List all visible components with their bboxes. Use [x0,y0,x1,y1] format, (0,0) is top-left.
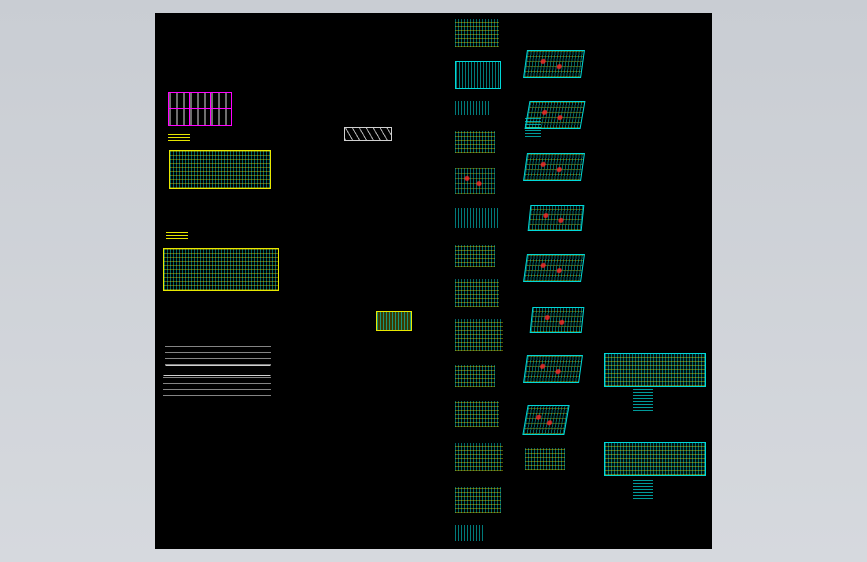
large-plan-2[interactable] [604,442,706,476]
plan-title-a [168,133,190,141]
col2-plan-2[interactable] [524,101,586,129]
col1-sheet-12[interactable] [455,443,503,471]
large-plan-1-notes [633,389,653,411]
col1-sheet-14[interactable] [455,525,485,541]
col2-sheet-9[interactable] [525,448,565,470]
col2-plan-8[interactable] [522,405,570,435]
col1-sheet-10[interactable] [455,365,495,387]
col1-sheet-9[interactable] [455,319,503,351]
col1-sheet-2[interactable] [455,61,501,89]
col1-sheet-7[interactable] [455,245,495,267]
col2-plan-5[interactable] [523,254,585,282]
col1-sheet-4[interactable] [455,131,495,153]
col1-sheet-11[interactable] [455,401,499,427]
col1-sheet-5[interactable] [455,168,495,194]
col2-plan-6[interactable] [529,307,585,333]
col1-sheet-8[interactable] [455,279,499,307]
small-detail-sheet[interactable] [376,311,412,331]
col2-plan-7[interactable] [523,355,583,383]
col1-sheet-1[interactable] [455,19,499,47]
col2-plan-4[interactable] [527,205,585,231]
col1-sheet-6[interactable] [455,208,499,228]
section-elevation-2[interactable] [163,375,271,397]
col2-plan-1[interactable] [523,50,585,78]
plan-title-b [166,231,188,239]
detail-strip[interactable] [344,127,392,141]
symbol-legend-block[interactable] [168,92,232,126]
floor-plan-b[interactable] [163,248,279,291]
col2-plan-3[interactable] [523,153,585,181]
col1-sheet-13[interactable] [455,487,501,513]
section-elevation[interactable] [165,346,271,366]
floor-plan-a[interactable] [169,150,271,189]
large-plan-2-notes [633,479,653,499]
drawing-canvas[interactable] [155,13,712,549]
col1-sheet-3[interactable] [455,101,489,115]
large-plan-1[interactable] [604,353,706,387]
